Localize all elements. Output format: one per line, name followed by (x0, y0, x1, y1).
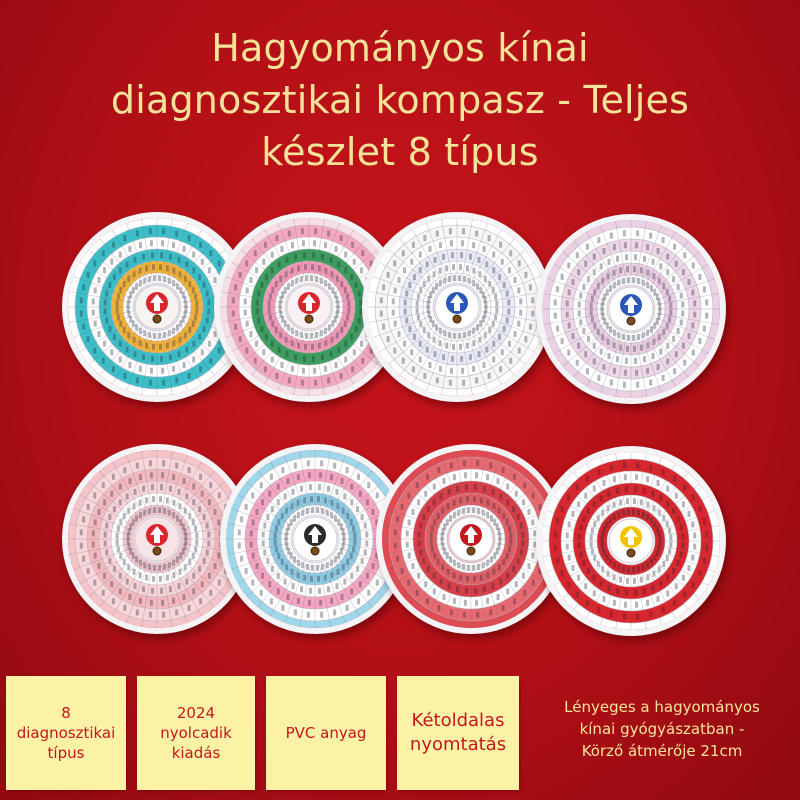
title-line-3: készlet 8 típus (261, 130, 539, 174)
compass-4-disc (536, 214, 726, 404)
compass-3-disc (362, 212, 552, 402)
feature-tiles: 8 diagnosztikai típus 2024 nyolcadik kia… (0, 676, 800, 800)
compass-8-disc (536, 446, 726, 636)
feature-label: PVC anyag (285, 724, 367, 742)
feature-label: Kétoldalas nyomtatás (409, 710, 507, 755)
product-note: Lényeges a hagyományos kínai gyógyászatb… (564, 698, 760, 760)
feature-label: 2024 nyolcadik kiadás (160, 704, 232, 762)
compass-2-disc (214, 212, 404, 402)
feature-tile-printing: Kétoldalas nyomtatás (397, 676, 519, 790)
compass-7-disc (376, 444, 566, 634)
compass-6-disc (220, 444, 410, 634)
feature-label: 8 diagnosztikai típus (16, 704, 116, 762)
compass-5-disc (62, 444, 252, 634)
feature-tile-edition: 2024 nyolcadik kiadás (137, 676, 255, 790)
title-line-2: diagnosztikai kompasz - Teljes (110, 78, 690, 122)
compass-1-disc (62, 212, 252, 402)
feature-tile-types: 8 diagnosztikai típus (6, 676, 126, 790)
feature-tile-material: PVC anyag (266, 676, 386, 790)
page-title: Hagyományos kínai diagnosztikai kompasz … (40, 22, 760, 178)
title-line-1: Hagyományos kínai (211, 26, 589, 70)
